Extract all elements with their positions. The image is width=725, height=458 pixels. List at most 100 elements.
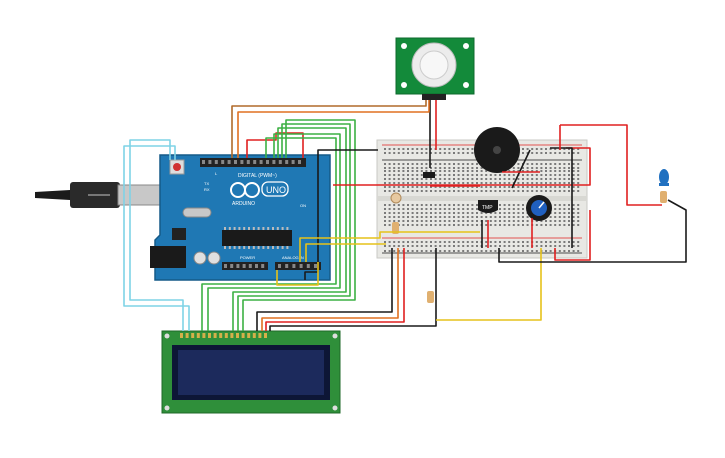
resistor[interactable] [392,222,399,234]
arduino-uno-board[interactable]: DIGITAL (PWM~) UNO ARDUINO TX RX L ON PO… [150,154,331,281]
wire-red[interactable] [560,124,662,206]
lcd-pin-db0[interactable] [213,333,217,338]
tmp-label: TMP [482,205,493,211]
wire-red[interactable] [265,248,405,331]
wire-orange[interactable] [237,100,430,158]
analog-header[interactable] [275,262,321,270]
wire-black[interactable] [498,199,687,263]
on-label: ON [300,203,306,208]
wire-green[interactable] [201,137,337,331]
digital-pin-11[interactable] [227,160,231,164]
wire-orange[interactable] [261,248,399,331]
analog-pin-a4[interactable] [306,264,310,268]
digital-pin-9[interactable] [240,160,244,164]
wire-black[interactable] [256,248,393,331]
wire-red[interactable] [554,210,591,261]
digital-pin-3[interactable] [278,160,282,164]
analog-header-label: ANALOG IN [282,255,304,260]
lcd-pin-db3[interactable] [230,333,234,338]
digital-pin-gnd[interactable] [208,160,212,164]
lcd-pin-db7[interactable] [252,333,256,338]
wire-brown[interactable] [231,100,427,158]
power-jack[interactable] [150,246,186,268]
power-pin-5v[interactable] [242,264,246,268]
power-pin-gnd[interactable] [255,264,258,268]
wire-yellow[interactable] [276,262,319,286]
digital-pin-aref[interactable] [202,160,205,164]
digital-pin-5[interactable] [266,160,269,164]
digital-header-label: DIGITAL (PWM~) [238,173,277,179]
resistor[interactable] [660,191,667,203]
lcd-pin-db1[interactable] [219,333,223,338]
lcd-pin-vcc[interactable] [185,333,189,338]
lcd-pin-led[interactable] [258,333,262,338]
wire-yellow[interactable] [305,243,386,262]
digital-pin-rx0[interactable] [298,160,301,164]
resistor[interactable] [427,291,434,303]
power-pin-reset[interactable] [230,264,234,268]
photoresistor[interactable] [390,192,402,204]
wire-cyan[interactable] [123,145,190,331]
wire-black[interactable] [550,147,573,248]
digital-pin-12[interactable] [221,160,225,164]
lcd-pin-e[interactable] [208,333,211,338]
arduino-model-label: UNO [266,185,286,195]
l-label: L [215,171,218,176]
led[interactable] [659,169,669,186]
crystal-oscillator [182,207,212,218]
lcd-pin-db2[interactable] [224,333,228,338]
digital-pin-4[interactable] [272,160,276,164]
temperature-sensor[interactable]: TMP [478,200,498,213]
power-pin-gnd[interactable] [248,264,252,268]
analog-pin-a2[interactable] [292,264,296,268]
usb-cable[interactable] [35,182,165,208]
wire-yellow[interactable] [436,248,542,321]
capacitor [207,251,221,265]
lcd-pin-rw[interactable] [202,333,206,338]
power-pin-ioref[interactable] [224,264,227,268]
tx-label: TX [204,181,209,186]
potentiometer[interactable] [526,195,552,221]
power-pin-33v[interactable] [236,264,240,268]
digital-pin-2[interactable] [285,160,289,164]
arduino-logo [230,181,289,198]
lcd-pin-v0[interactable] [191,333,195,338]
diode[interactable] [423,172,435,178]
digital-pin-6[interactable] [259,160,263,164]
wire-green[interactable] [232,127,347,331]
lcd-pin-db6[interactable] [247,333,251,338]
digital-header[interactable] [200,158,306,167]
arduino-brand-label: ARDUINO [232,201,255,207]
digital-pin-10[interactable] [234,160,237,164]
analog-pin-a1[interactable] [285,264,289,268]
wire-black[interactable] [269,248,437,331]
power-header-label: POWER [240,255,255,260]
digital-pin-tx1[interactable] [291,160,295,164]
wire-red[interactable] [246,132,304,158]
voltage-regulator [172,228,186,240]
digital-pin-8[interactable] [246,160,250,164]
analog-pin-a3[interactable] [299,264,303,268]
digital-pin-13[interactable] [214,160,218,164]
wires[interactable] [123,100,687,331]
lcd-pin-db4[interactable] [236,333,239,338]
wire-green[interactable] [242,119,356,331]
wire-black[interactable] [511,149,531,189]
rx-label: RX [204,187,210,192]
wire-cyan[interactable] [129,139,184,331]
lcd-pin-rs[interactable] [196,333,200,338]
wire-green[interactable] [237,123,351,331]
wire-yellow[interactable] [299,231,480,262]
piezo-buzzer[interactable] [474,127,520,173]
digital-pin-7[interactable] [253,160,257,164]
lcd-pin-db5[interactable] [241,333,245,338]
pir-sensor[interactable] [395,37,475,100]
analog-pin-a0[interactable] [278,264,281,268]
lcd-pin-led[interactable] [264,333,267,338]
lcd-16x2[interactable] [161,330,341,414]
wire-red[interactable] [333,147,591,186]
analog-pin-a5[interactable] [314,264,317,268]
lcd-pin-gnd[interactable] [180,333,183,338]
power-pin-vin[interactable] [261,264,265,268]
